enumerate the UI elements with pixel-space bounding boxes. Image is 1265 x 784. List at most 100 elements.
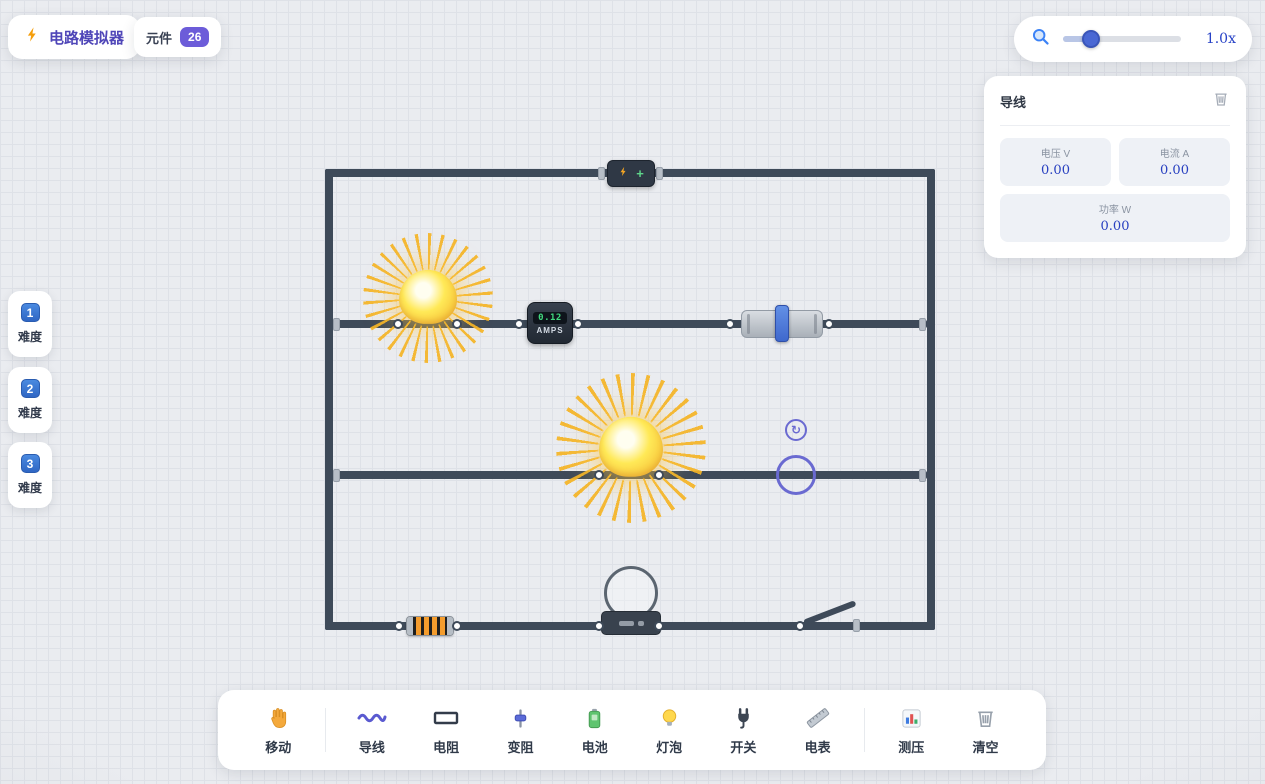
socket-slot — [637, 620, 644, 626]
connection-node[interactable] — [514, 319, 524, 329]
resistor-rect-icon — [433, 705, 459, 732]
tool-voltage-test[interactable]: 测压 — [883, 705, 939, 756]
connection-node[interactable] — [824, 319, 834, 329]
tool-meter[interactable]: 电表 — [790, 705, 846, 756]
tool-bulb[interactable]: 灯泡 — [641, 705, 697, 756]
bulb-glass — [399, 269, 457, 324]
socket-slot — [618, 620, 634, 626]
tool-clear[interactable]: 清空 — [958, 705, 1014, 756]
difficulty-button-1[interactable]: 1 难度 — [8, 291, 52, 357]
tool-wire[interactable]: 导线 — [344, 705, 400, 756]
light-bulb-lit[interactable] — [556, 373, 706, 523]
connection-node[interactable] — [654, 621, 664, 631]
tool-label: 导线 — [358, 739, 385, 755]
properties-panel: 导线 电压 V 0.00 电流 A 0.00 功率 W 0.00 — [984, 76, 1246, 258]
battery-terminal — [598, 167, 605, 180]
wire-endcap — [919, 318, 926, 331]
rheostat-handle[interactable] — [775, 305, 789, 342]
connection-node[interactable] — [594, 470, 604, 480]
difficulty-label: 难度 — [17, 330, 42, 344]
tool-rheostat[interactable]: 变阻 — [492, 705, 548, 756]
components-label: 元件 — [146, 30, 173, 46]
app-title: 电路模拟器 — [49, 29, 125, 47]
tool-resistor[interactable]: 电阻 — [418, 705, 474, 756]
tool-label: 变阻 — [507, 739, 534, 755]
ammeter[interactable]: 0.12 AMPS — [527, 302, 573, 344]
wire-endcap — [333, 318, 340, 331]
power-label: 功率 W — [1098, 205, 1132, 216]
connection-node[interactable] — [452, 621, 462, 631]
ammeter-lcd: 0.12 — [533, 311, 567, 324]
connection-node[interactable] — [573, 319, 583, 329]
connection-node[interactable] — [795, 621, 805, 631]
tool-move[interactable]: 移动 — [250, 705, 306, 756]
wire-endcap — [333, 469, 340, 482]
magnifier-icon[interactable] — [1030, 26, 1051, 52]
rheostat-ridge — [747, 314, 750, 334]
rotate-icon: ↻ — [790, 423, 802, 437]
wire-endcap — [919, 469, 926, 482]
battery-icon — [583, 705, 606, 732]
resistor-cap — [447, 617, 453, 635]
difficulty-button-3[interactable]: 3 难度 — [8, 442, 52, 508]
difficulty-button-2[interactable]: 2 难度 — [8, 367, 52, 433]
tool-label: 开关 — [730, 739, 757, 755]
voltmeter-probe[interactable] — [776, 455, 816, 495]
bulb-glass — [599, 416, 663, 477]
voltage-value: 0.00 — [1041, 163, 1070, 178]
rheostat-component[interactable] — [741, 305, 823, 342]
resistor-component[interactable] — [406, 616, 454, 636]
current-label: 电流 A — [1159, 149, 1190, 160]
connection-node[interactable] — [654, 470, 664, 480]
voltage-field: 电压 V 0.00 — [1000, 138, 1111, 186]
wire-wave-icon — [357, 705, 387, 732]
tool-label: 灯泡 — [656, 739, 683, 755]
rheostat-body — [741, 305, 823, 342]
current-field: 电流 A 0.00 — [1119, 138, 1230, 186]
level-slider-icon — [509, 705, 532, 732]
connection-node[interactable] — [452, 319, 462, 329]
resistor-cap — [407, 617, 413, 635]
hand-icon — [266, 705, 290, 732]
voltmeter-rotate-handle[interactable]: ↻ — [785, 419, 807, 441]
connection-node[interactable] — [725, 319, 735, 329]
tool-label: 清空 — [972, 739, 999, 755]
delete-component-trash-icon[interactable] — [1212, 90, 1230, 113]
components-counter: 元件 26 — [134, 17, 222, 57]
panel-title: 导线 — [1000, 95, 1027, 110]
component-toolbar: 移动 导线 电阻 变阻 电池 灯泡 开关 — [218, 690, 1046, 770]
tool-switch[interactable]: 开关 — [715, 705, 771, 756]
ruler-icon — [806, 705, 830, 732]
toolbar-divider — [324, 708, 326, 752]
battery-terminal — [656, 167, 663, 180]
zoom-slider-thumb[interactable] — [1082, 30, 1100, 48]
light-bulb-lit[interactable] — [363, 233, 493, 363]
current-value: 0.00 — [1160, 163, 1189, 178]
bulb-socket-base[interactable] — [601, 611, 661, 635]
connection-node[interactable] — [394, 621, 404, 631]
connection-node[interactable] — [393, 319, 403, 329]
wire-left-rail[interactable] — [325, 169, 333, 630]
plug-icon — [732, 705, 755, 732]
voltage-label: 电压 V — [1040, 149, 1071, 160]
tool-label: 电池 — [581, 739, 608, 755]
tool-label: 电表 — [804, 739, 831, 755]
power-value: 0.00 — [1100, 219, 1130, 234]
tool-label: 测压 — [898, 739, 925, 755]
tool-label: 电阻 — [433, 739, 460, 755]
toolbar-divider — [863, 708, 865, 752]
wire-right-rail[interactable] — [927, 169, 935, 630]
divider — [1000, 125, 1230, 126]
battery-component[interactable]: + — [607, 160, 655, 187]
zoom-level-label: 1.0x — [1205, 31, 1236, 47]
bulb-icon — [658, 705, 681, 732]
zoom-control: 1.0x — [1014, 16, 1252, 62]
app-logo: 电路模拟器 — [8, 15, 141, 59]
wire-middle-1[interactable] — [333, 320, 927, 328]
zoom-slider[interactable] — [1063, 30, 1181, 48]
rheostat-ridge — [814, 314, 817, 334]
tool-battery[interactable]: 电池 — [567, 705, 623, 756]
lightning-icon — [24, 25, 41, 49]
connection-node[interactable] — [594, 621, 604, 631]
tool-label: 移动 — [265, 739, 292, 755]
